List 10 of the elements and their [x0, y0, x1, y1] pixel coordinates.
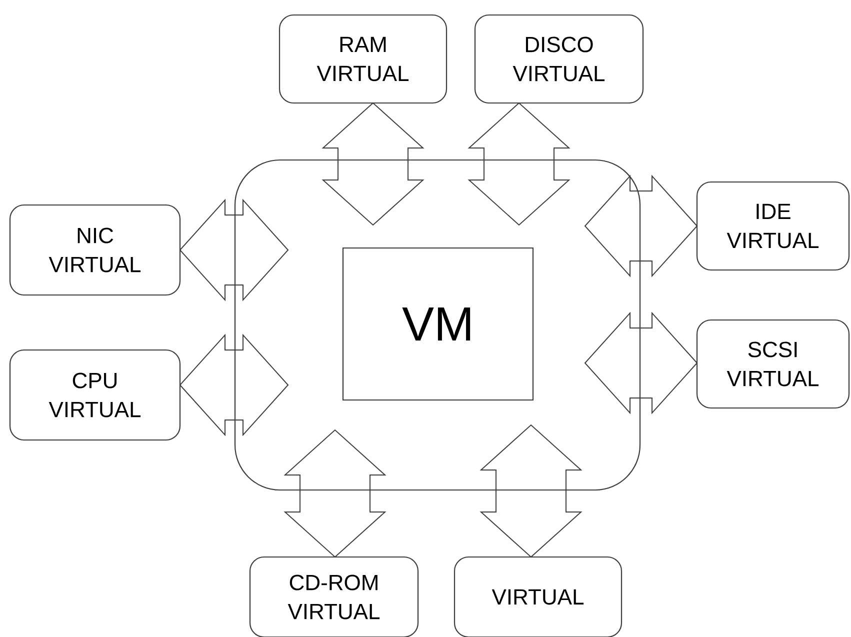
- component-box: NIC VIRTUAL: [9, 204, 181, 296]
- component-box: IDE VIRTUAL: [696, 181, 850, 271]
- component-box: DISCO VIRTUAL: [474, 14, 644, 104]
- component-box: SCSI VIRTUAL: [696, 319, 850, 409]
- component-box: RAM VIRTUAL: [278, 14, 448, 104]
- component-box: VIRTUAL: [454, 556, 622, 637]
- vm-box: VM: [342, 247, 534, 401]
- component-box: CPU VIRTUAL: [9, 349, 181, 441]
- frame-box: [234, 159, 641, 491]
- component-box: CD-ROM VIRTUAL: [249, 556, 419, 637]
